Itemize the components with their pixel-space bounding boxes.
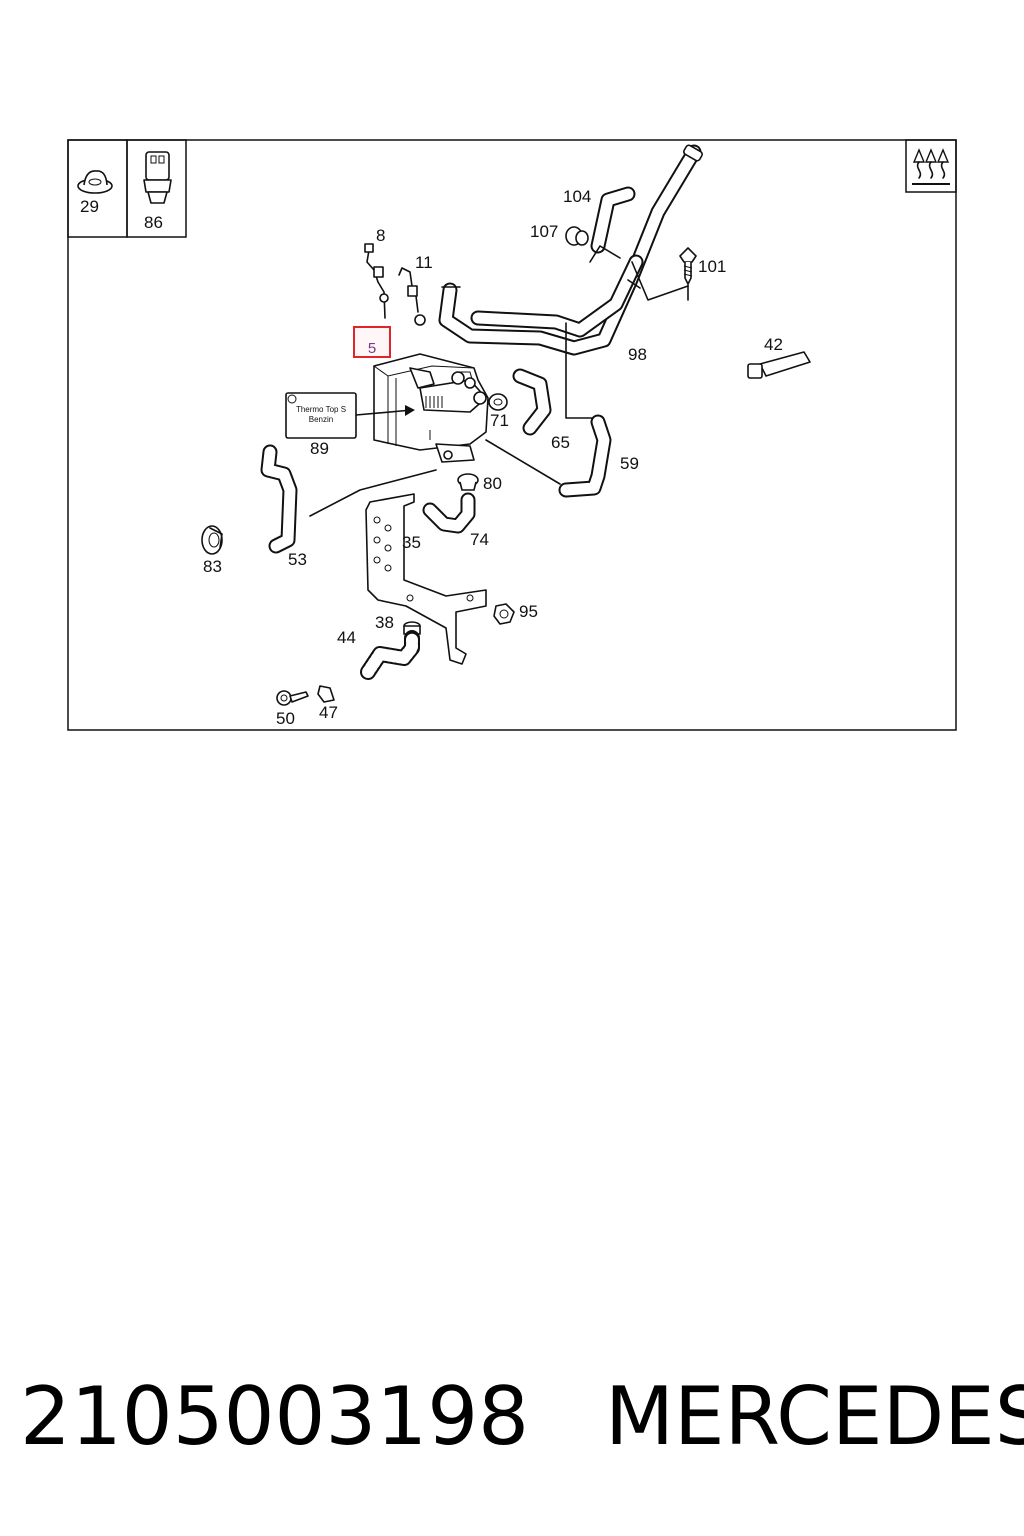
part-box-29[interactable]: 29 (67, 139, 128, 238)
part-47-clip[interactable]: 47 (317, 685, 338, 722)
part-number: 2105003198 (20, 1370, 529, 1463)
label-35: 35 (402, 533, 421, 552)
label-42: 42 (764, 335, 783, 354)
label-107: 107 (530, 222, 558, 241)
part-42-tube[interactable]: 42 (747, 335, 811, 379)
part-50-screw[interactable]: 50 (276, 690, 309, 728)
part-98-pipes[interactable]: 98 (438, 144, 703, 419)
label-59: 59 (620, 454, 639, 473)
label-83: 83 (203, 557, 222, 576)
coolant-symbol-icon (905, 139, 957, 193)
part-35-bracket[interactable]: 35 (365, 493, 487, 665)
label-101: 101 (698, 257, 726, 276)
label-29: 29 (80, 197, 99, 216)
label-74: 74 (470, 530, 489, 549)
label-80: 80 (483, 474, 502, 493)
part-104-hose[interactable]: 104 (563, 186, 636, 263)
part-59-hose[interactable]: 59 (485, 414, 639, 498)
label-47: 47 (319, 703, 338, 722)
label-95: 95 (519, 602, 538, 621)
brand-name: MERCEDES (604, 1370, 1024, 1463)
label-86: 86 (144, 213, 163, 232)
part-65-hose[interactable]: 65 (512, 368, 570, 452)
plate-line-2: Benzin (309, 415, 333, 424)
label-11: 11 (415, 253, 433, 272)
label-53: 53 (288, 550, 307, 569)
part-101-screw[interactable]: 101 (679, 247, 726, 301)
part-box-86[interactable]: 86 (126, 139, 187, 238)
part-53-hose[interactable]: 53 (260, 444, 437, 569)
label-38: 38 (375, 613, 394, 632)
part-74-hose[interactable]: 74 (422, 492, 489, 549)
part-71-clamp[interactable]: 71 (488, 393, 509, 430)
label-71: 71 (490, 411, 509, 430)
label-44: 44 (337, 628, 356, 647)
part-95-nut[interactable]: 95 (493, 602, 538, 625)
label-50: 50 (276, 709, 295, 728)
label-89: 89 (310, 439, 329, 458)
part-80-clip[interactable]: 80 (457, 473, 502, 493)
caption: 2105003198 MERCEDES (20, 1362, 1024, 1472)
part-83-clamp[interactable]: 83 (201, 525, 223, 576)
part-11-sensor[interactable]: 11 (398, 253, 433, 326)
label-65: 65 (551, 433, 570, 452)
diagram-frame (67, 139, 957, 731)
part-8-sensor[interactable]: 8 (364, 226, 389, 319)
part-89-nameplate[interactable]: Thermo Top S Benzin 89 (285, 392, 415, 458)
part-44-exhaust[interactable]: 44 (337, 628, 420, 680)
plate-line-1: Thermo Top S (296, 405, 346, 414)
label-98: 98 (628, 345, 647, 364)
heater-unit[interactable] (373, 353, 489, 463)
parts-diagram: 29 86 8 11 5 (67, 139, 957, 731)
label-8: 8 (376, 226, 385, 245)
label-5: 5 (368, 340, 376, 357)
part-107-clamp[interactable]: 107 (530, 222, 589, 246)
highlighted-part-5[interactable]: 5 (353, 326, 391, 358)
label-104: 104 (563, 187, 591, 206)
